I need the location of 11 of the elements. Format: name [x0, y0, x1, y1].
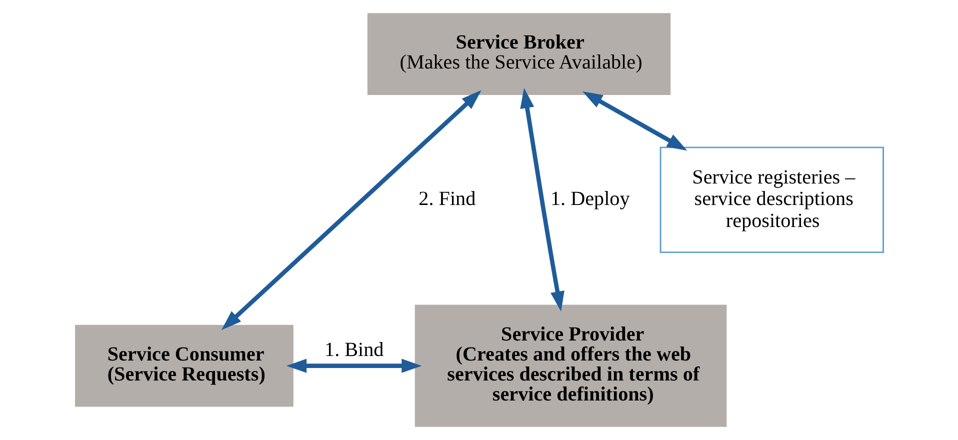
arrow: [520, 88, 564, 312]
arrow: [220, 90, 481, 330]
arrow: [286, 358, 422, 373]
edge-label: 2. Find: [418, 188, 476, 210]
arrow: [582, 91, 687, 151]
node-box: Service Consumer (Service Requests): [74, 324, 293, 407]
node-box: Service registeries – service descriptions repositories: [659, 146, 884, 254]
edge-label: 1. Deploy: [550, 188, 630, 210]
edge-label: 1. Bind: [324, 339, 384, 362]
node-box: Service Provider (Creates and offers the web services described in terms of service definitions): [414, 304, 726, 427]
node-box: Service Broker (Makes the Service Available): [366, 13, 670, 95]
